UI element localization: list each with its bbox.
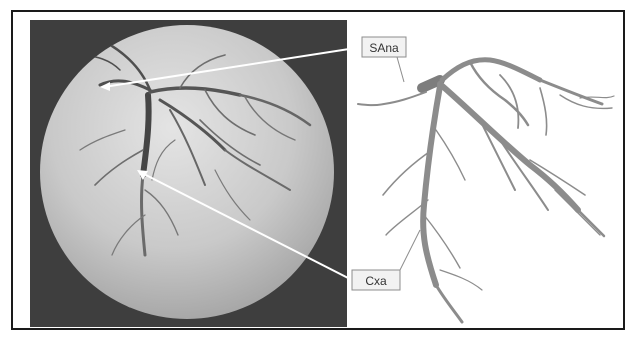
label-cxa-text: Cxa: [365, 274, 387, 288]
angiogram-disc: [40, 25, 334, 319]
label-sana-text: SAna: [369, 41, 399, 55]
label-sana: SAna: [362, 37, 406, 57]
label-cxa: Cxa: [352, 270, 400, 290]
